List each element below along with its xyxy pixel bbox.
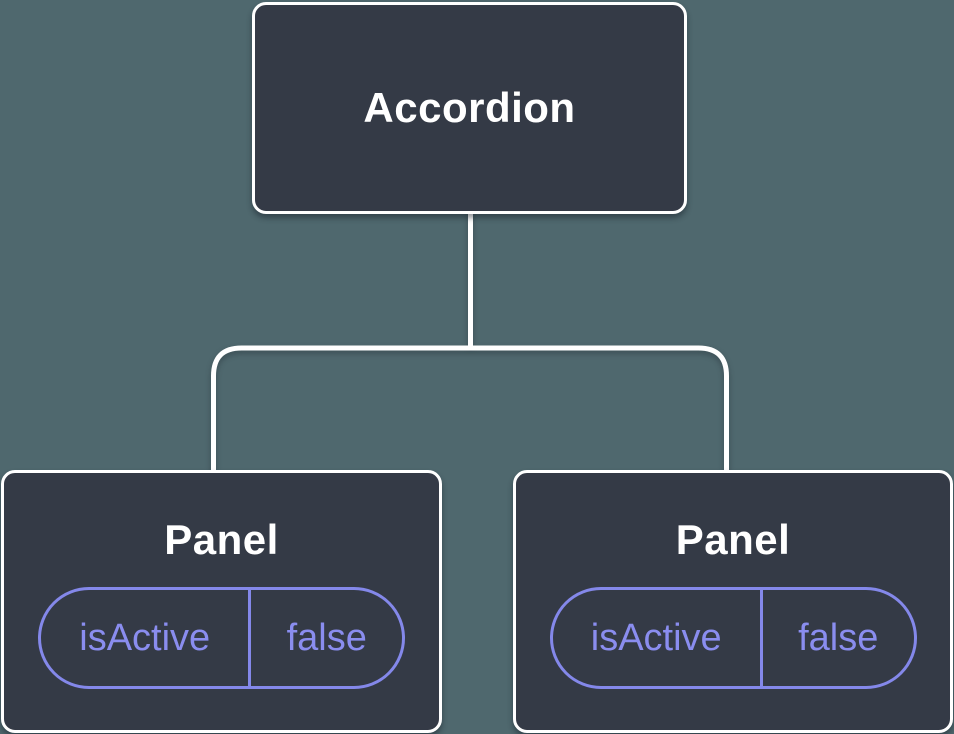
state-pill: isActive false bbox=[38, 587, 405, 689]
state-name: isActive bbox=[553, 590, 763, 686]
node-label-panel: Panel bbox=[164, 516, 279, 563]
state-value: false bbox=[798, 616, 879, 659]
node-label-accordion: Accordion bbox=[363, 84, 576, 131]
node-label-panel: Panel bbox=[675, 516, 791, 563]
state-value: false bbox=[286, 616, 367, 659]
state-name: isActive bbox=[41, 590, 252, 686]
tree-node-accordion: Accordion bbox=[252, 2, 687, 214]
tree-node-panel-right: Panel isActive false bbox=[513, 470, 953, 733]
state-pill: isActive false bbox=[549, 587, 917, 689]
connector-bracket bbox=[211, 345, 729, 474]
tree-node-panel-left: Panel isActive false bbox=[1, 470, 442, 733]
